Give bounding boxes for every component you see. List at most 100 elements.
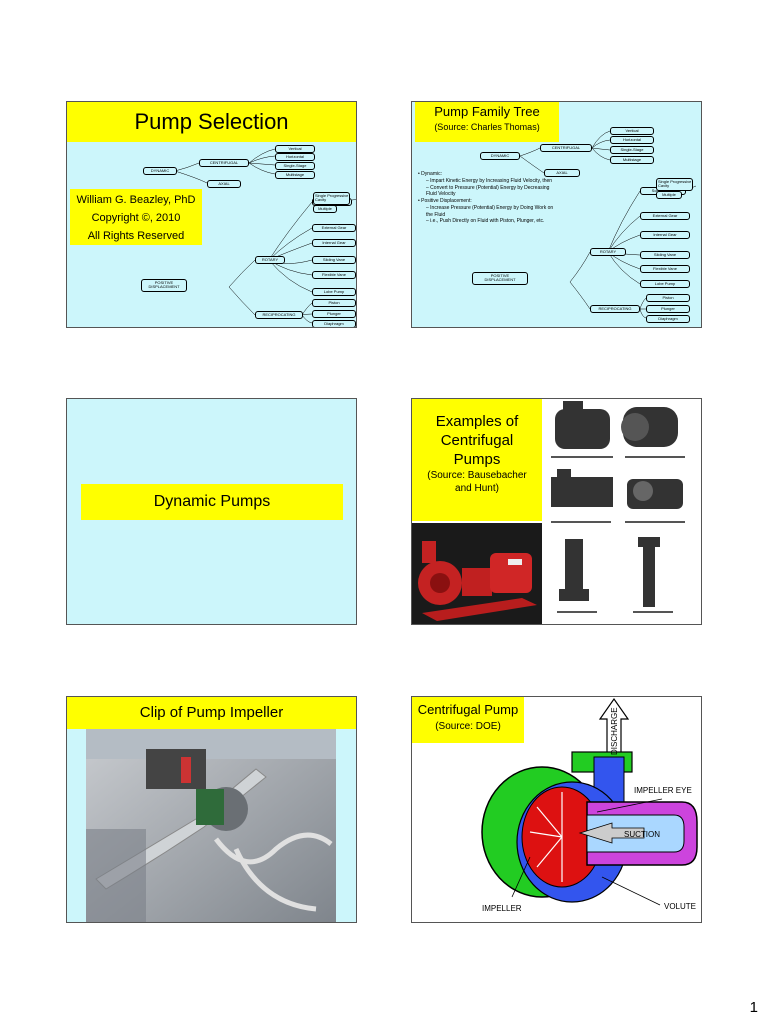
pump-catalog-images: [543, 399, 701, 624]
slide-source: (Source: Charles Thomas): [434, 122, 540, 132]
node-diaphragm: Diaphragm: [312, 320, 356, 327]
pump-family-tree-diagram: DYNAMIC CENTRIFUGAL AXIAL Vertical Horiz…: [137, 142, 356, 327]
node-axial: AXIAL: [544, 169, 580, 177]
slide-title: Clip of Pump Impeller: [139, 704, 284, 721]
label-impeller-eye: IMPELLER EYE: [634, 786, 692, 795]
cavity-text: Cavity: [658, 183, 670, 189]
red-pump-photo: [412, 523, 542, 624]
bullet-dynamic: • Dynamic:: [418, 171, 442, 177]
node-sliding-vane: Sliding Vane: [312, 256, 356, 264]
sub-bullet-text: Impart Kinetic Energy by Increasing Flui…: [430, 177, 553, 184]
bullet-positive: • Positive Displacement:: [418, 198, 472, 204]
slide-pump-selection: Pump Selection William G. Beazley, PhD C…: [66, 101, 357, 328]
sub-bullet-text: i.e., Push Directly on Fluid with Piston…: [430, 218, 545, 225]
impeller-clip-illustration: [86, 729, 336, 922]
sub-bullet: – i.e., Push Directly on Fluid with Pist…: [426, 218, 545, 225]
node-multistage: Multistage: [610, 156, 654, 164]
slide-centrifugal-examples: Examples of Centrifugal Pumps (Source: B…: [411, 398, 702, 625]
node-rotary: ROTARY: [590, 248, 626, 256]
node-dynamic: DYNAMIC: [480, 152, 520, 160]
slide-centrifugal-pump-diagram: Centrifugal Pump (Source: DOE) DISCHARGE…: [411, 696, 702, 923]
impeller-clip-photo: [86, 729, 336, 922]
node-flexible-vane: Flexible Vane: [312, 271, 356, 279]
rights-text: All Rights Reserved: [87, 230, 185, 242]
node-internal-gear: Internal Gear: [640, 231, 690, 239]
page-number: 1: [749, 999, 758, 1016]
single-progressive-text: Single Progressive: [658, 179, 692, 184]
slide-dynamic-pumps: Dynamic Pumps: [66, 398, 357, 625]
pump-catalog-illustrations: [551, 401, 685, 613]
node-rotary: ROTARY: [255, 256, 285, 264]
slide-title-line1: Examples of: [435, 413, 519, 430]
slide-source-line2: and Hunt): [455, 483, 499, 494]
node-positive-displacement: POSITIVE DISPLACEMENT: [472, 272, 528, 285]
node-displacement-label: DISPLACEMENT: [148, 284, 180, 290]
node-single-stage: Single-Stage: [610, 146, 654, 154]
copyright-text: Copyright ©, 2010: [91, 212, 181, 224]
slide-title-box: Dynamic Pumps: [81, 484, 343, 520]
author-name: William G. Beazley, PhD: [76, 194, 196, 206]
node-external-gear: External Gear: [640, 212, 690, 220]
bullet-list: • Dynamic: – Impart Kinetic Energy by In…: [418, 171, 554, 225]
slide-pump-family-tree: Pump Family Tree (Source: Charles Thomas…: [411, 101, 702, 328]
node-displacement-label: DISPLACEMENT: [484, 277, 516, 283]
node-multiple: Multiple: [656, 191, 682, 199]
slide-clip-pump-impeller: Clip of Pump Impeller: [66, 696, 357, 923]
slide-title-box: Pump Family Tree (Source: Charles Thomas…: [415, 102, 559, 142]
slide-title-line3: Pumps: [453, 451, 501, 468]
label-discharge: DISCHARGE: [610, 707, 619, 755]
sub-bullet-text: Increase Pressure (Potential) Energy by …: [426, 204, 554, 218]
pump-family-tree-diagram: DYNAMIC CENTRIFUGAL AXIAL Vertical Horiz…: [470, 122, 701, 327]
sub-bullet: – Convert to Pressure (Potential) Energy…: [426, 184, 550, 198]
node-axial: AXIAL: [207, 180, 241, 188]
centrifugal-pump-cutaway: DISCHARGE IMPELLER EYE SUCTION VOLUTE IM…: [481, 697, 698, 913]
slide-title-box: Clip of Pump Impeller: [67, 697, 356, 729]
node-multiple: Multiple: [313, 205, 337, 213]
single-progressive-label: Single Progressive Cavity: [313, 192, 351, 205]
label-impeller: IMPELLER: [482, 904, 522, 913]
node-positive-label: POSITIVE: [490, 273, 510, 278]
slide-title-box: Examples of Centrifugal Pumps (Source: B…: [412, 399, 542, 521]
node-positive-displacement: POSITIVE DISPLACEMENT: [141, 279, 187, 292]
node-dynamic: DYNAMIC: [143, 167, 177, 175]
node-piston: Piston: [312, 299, 356, 307]
node-vertical: Vertical: [610, 127, 654, 135]
author-box: William G. Beazley, PhD Copyright ©, 201…: [70, 189, 202, 245]
single-progressive-label: Single Progressive Cavity: [656, 178, 694, 191]
node-piston: Piston: [646, 294, 690, 302]
bullet-positive-text: Positive Displacement:: [421, 198, 472, 204]
node-internal-gear: Internal Gear: [312, 239, 356, 247]
node-multistage: Multistage: [275, 171, 315, 179]
node-lobe-pump: Lobe Pump: [312, 288, 356, 296]
node-external-gear: External Gear: [312, 224, 356, 232]
sub-bullet: – Increase Pressure (Potential) Energy b…: [426, 204, 554, 218]
slide-title-line2: Centrifugal: [440, 432, 514, 449]
slide-title: Dynamic Pumps: [153, 493, 271, 510]
node-positive-label: POSITIVE: [154, 280, 174, 285]
node-centrifugal: CENTRIFUGAL: [540, 144, 592, 152]
slide-title-box: Pump Selection: [67, 102, 356, 142]
node-lobe-pump: Lobe Pump: [640, 280, 690, 288]
node-diaphragm: Diaphragm: [646, 315, 690, 323]
sub-bullet-text: Convert to Pressure (Potential) Energy b…: [426, 184, 550, 198]
slide-source-line1: (Source: Bausebacher: [427, 470, 527, 481]
single-progressive-text: Single Progressive: [315, 193, 349, 198]
node-single-stage: Single-Stage: [275, 162, 315, 170]
node-vertical: Vertical: [275, 145, 315, 153]
sub-bullet: – Impart Kinetic Energy by Increasing Fl…: [426, 177, 553, 184]
label-volute: VOLUTE: [664, 902, 696, 911]
slide-source: (Source: DOE): [435, 721, 501, 732]
node-horizontal: Horizontal: [610, 136, 654, 144]
node-plunger: Plunger: [312, 310, 356, 318]
node-flexible-vane: Flexible Vane: [640, 265, 690, 273]
node-horizontal: Horizontal: [275, 153, 315, 161]
node-reciprocating: RECIPROCATING: [255, 311, 303, 319]
red-pump-illustration: [412, 523, 542, 624]
node-sliding-vane: Sliding Vane: [640, 251, 690, 259]
slide-title-box: Centrifugal Pump (Source: DOE): [412, 697, 524, 743]
node-plunger: Plunger: [646, 305, 690, 313]
node-reciprocating: RECIPROCATING: [590, 305, 640, 313]
slide-title: Pump Selection: [134, 109, 289, 134]
bullet-dynamic-text: Dynamic:: [421, 171, 442, 177]
cavity-text: Cavity: [315, 197, 327, 203]
